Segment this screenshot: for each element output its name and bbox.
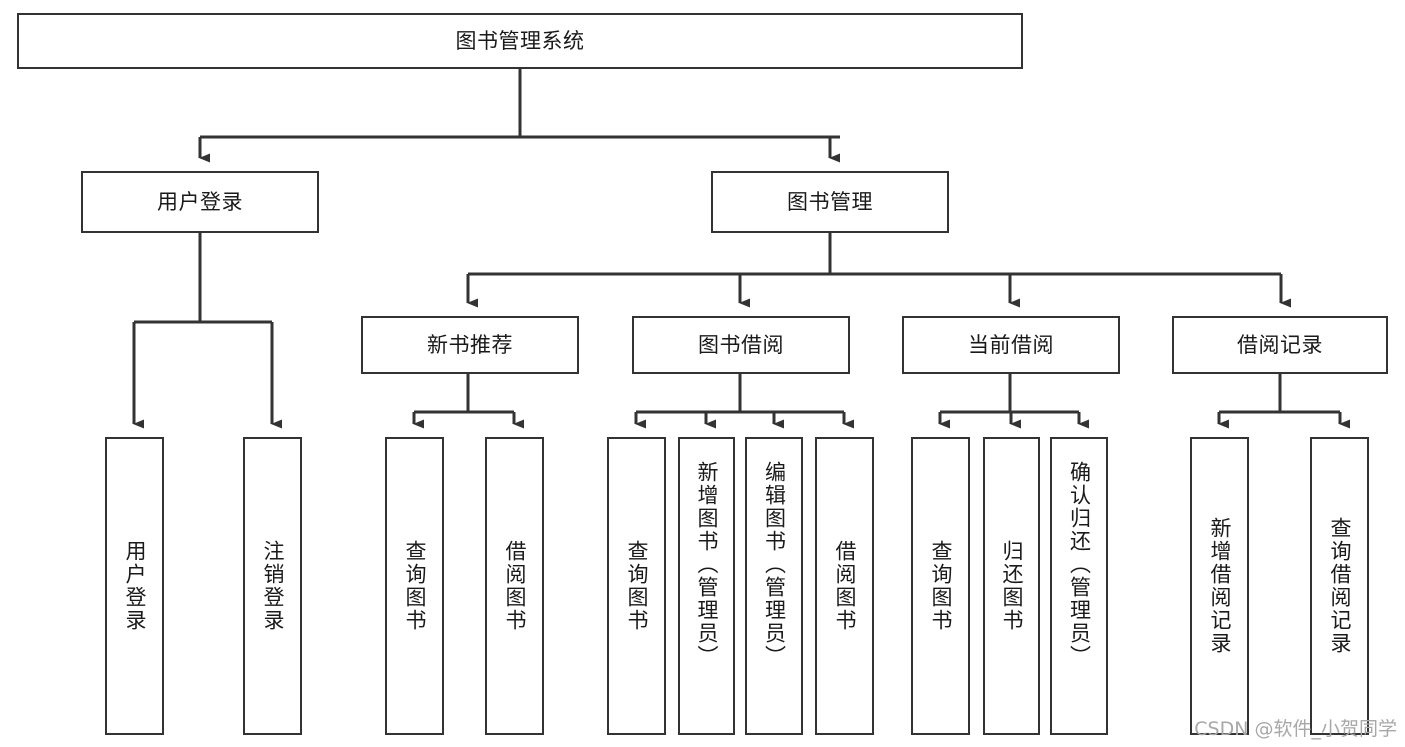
node-leaf-query-book-borrow[interactable]: 查询图书 — [607, 437, 666, 735]
node-label: 图书管理 — [787, 189, 873, 214]
node-root-system[interactable]: 图书管理系统 — [17, 13, 1023, 69]
node-label: 新书推荐 — [427, 332, 513, 357]
node-label: 查询图书 — [403, 540, 427, 632]
node-book-borrow[interactable]: 图书借阅 — [632, 316, 850, 374]
node-new-book-recommend[interactable]: 新书推荐 — [361, 316, 579, 374]
node-label: 借阅图书 — [833, 540, 857, 632]
node-leaf-borrow-book[interactable]: 借阅图书 — [815, 437, 874, 735]
node-leaf-add-book-admin[interactable]: 新增图书（管理员） — [678, 437, 735, 735]
node-label: 当前借阅 — [968, 332, 1054, 357]
node-current-borrow[interactable]: 当前借阅 — [902, 316, 1120, 374]
node-borrow-record[interactable]: 借阅记录 — [1172, 316, 1388, 374]
node-leaf-return-book[interactable]: 归还图书 — [983, 437, 1040, 735]
node-user-login[interactable]: 用户登录 — [81, 171, 319, 233]
node-label: 图书管理系统 — [455, 28, 585, 53]
node-label: 编辑图书（管理员） — [762, 461, 787, 668]
node-label: 借阅图书 — [503, 540, 527, 632]
node-label: 新增图书（管理员） — [695, 461, 719, 668]
node-leaf-user-logout[interactable]: 注销登录 — [243, 437, 302, 735]
node-label: 用户登录 — [123, 540, 147, 632]
node-leaf-borrow-book-recommend[interactable]: 借阅图书 — [485, 437, 544, 735]
node-leaf-add-borrow-record[interactable]: 新增借阅记录 — [1190, 437, 1249, 735]
node-leaf-query-book-current[interactable]: 查询图书 — [911, 437, 970, 735]
node-label: 归还图书 — [1000, 540, 1024, 632]
node-label: 查询图书 — [625, 540, 649, 632]
node-label: 注销登录 — [261, 540, 285, 632]
node-label: 用户登录 — [157, 189, 243, 214]
node-leaf-user-login[interactable]: 用户登录 — [105, 437, 164, 735]
node-label: 图书借阅 — [698, 332, 784, 357]
node-label: 确认归还（管理员） — [1067, 461, 1092, 668]
node-book-manage[interactable]: 图书管理 — [711, 171, 949, 233]
node-leaf-confirm-return-admin[interactable]: 确认归还（管理员） — [1050, 437, 1108, 735]
node-leaf-edit-book-admin[interactable]: 编辑图书（管理员） — [745, 437, 803, 735]
node-label: 新增借阅记录 — [1208, 517, 1232, 655]
node-label: 查询借阅记录 — [1328, 517, 1352, 655]
csdn-watermark: CSDN @软件_小贺同学 — [1194, 718, 1397, 740]
node-label: 借阅记录 — [1237, 332, 1323, 357]
node-leaf-query-book-recommend[interactable]: 查询图书 — [385, 437, 444, 735]
node-label: 查询图书 — [929, 540, 953, 632]
node-leaf-query-borrow-record[interactable]: 查询借阅记录 — [1310, 437, 1369, 735]
